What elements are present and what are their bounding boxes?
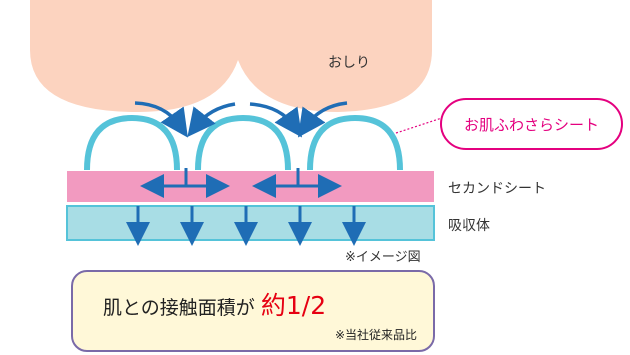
summary-highlight: 約1/2 <box>260 291 327 320</box>
sheet-arc-3 <box>307 114 403 171</box>
summary-note: ※当社従来品比 <box>334 328 417 342</box>
sheet-arc-2 <box>195 114 291 171</box>
moisture-arrows <box>134 101 348 138</box>
absorber-label: 吸収体 <box>448 218 490 234</box>
moisture-arrow-2 <box>187 102 236 138</box>
moisture-arrow-3 <box>249 102 303 138</box>
buttocks-label: おしり <box>328 55 370 71</box>
callout-leader-line <box>395 117 443 134</box>
top-sheet-callout: お肌ふわさらシート <box>440 98 623 150</box>
moisture-arrow-1 <box>134 101 188 138</box>
image-note: ※イメージ図 <box>345 250 421 265</box>
second-sheet-label: セカンドシート <box>448 181 546 197</box>
absorb-arrows <box>126 206 366 246</box>
second-sheet-layer <box>67 171 434 202</box>
summary-box: 肌との接触面積が 約1/2 ※当社従来品比 <box>71 270 435 352</box>
buttocks-shape <box>30 0 432 112</box>
absorber-layer <box>66 205 435 241</box>
sheet-arc-1 <box>84 114 180 171</box>
top-sheet-arcs <box>84 114 403 171</box>
spread-arrows <box>140 168 342 198</box>
moisture-arrow-4 <box>297 101 348 138</box>
summary-text: 肌との接触面積が 約1/2 <box>103 286 326 322</box>
summary-main-text: 肌との接触面積が <box>103 297 255 319</box>
